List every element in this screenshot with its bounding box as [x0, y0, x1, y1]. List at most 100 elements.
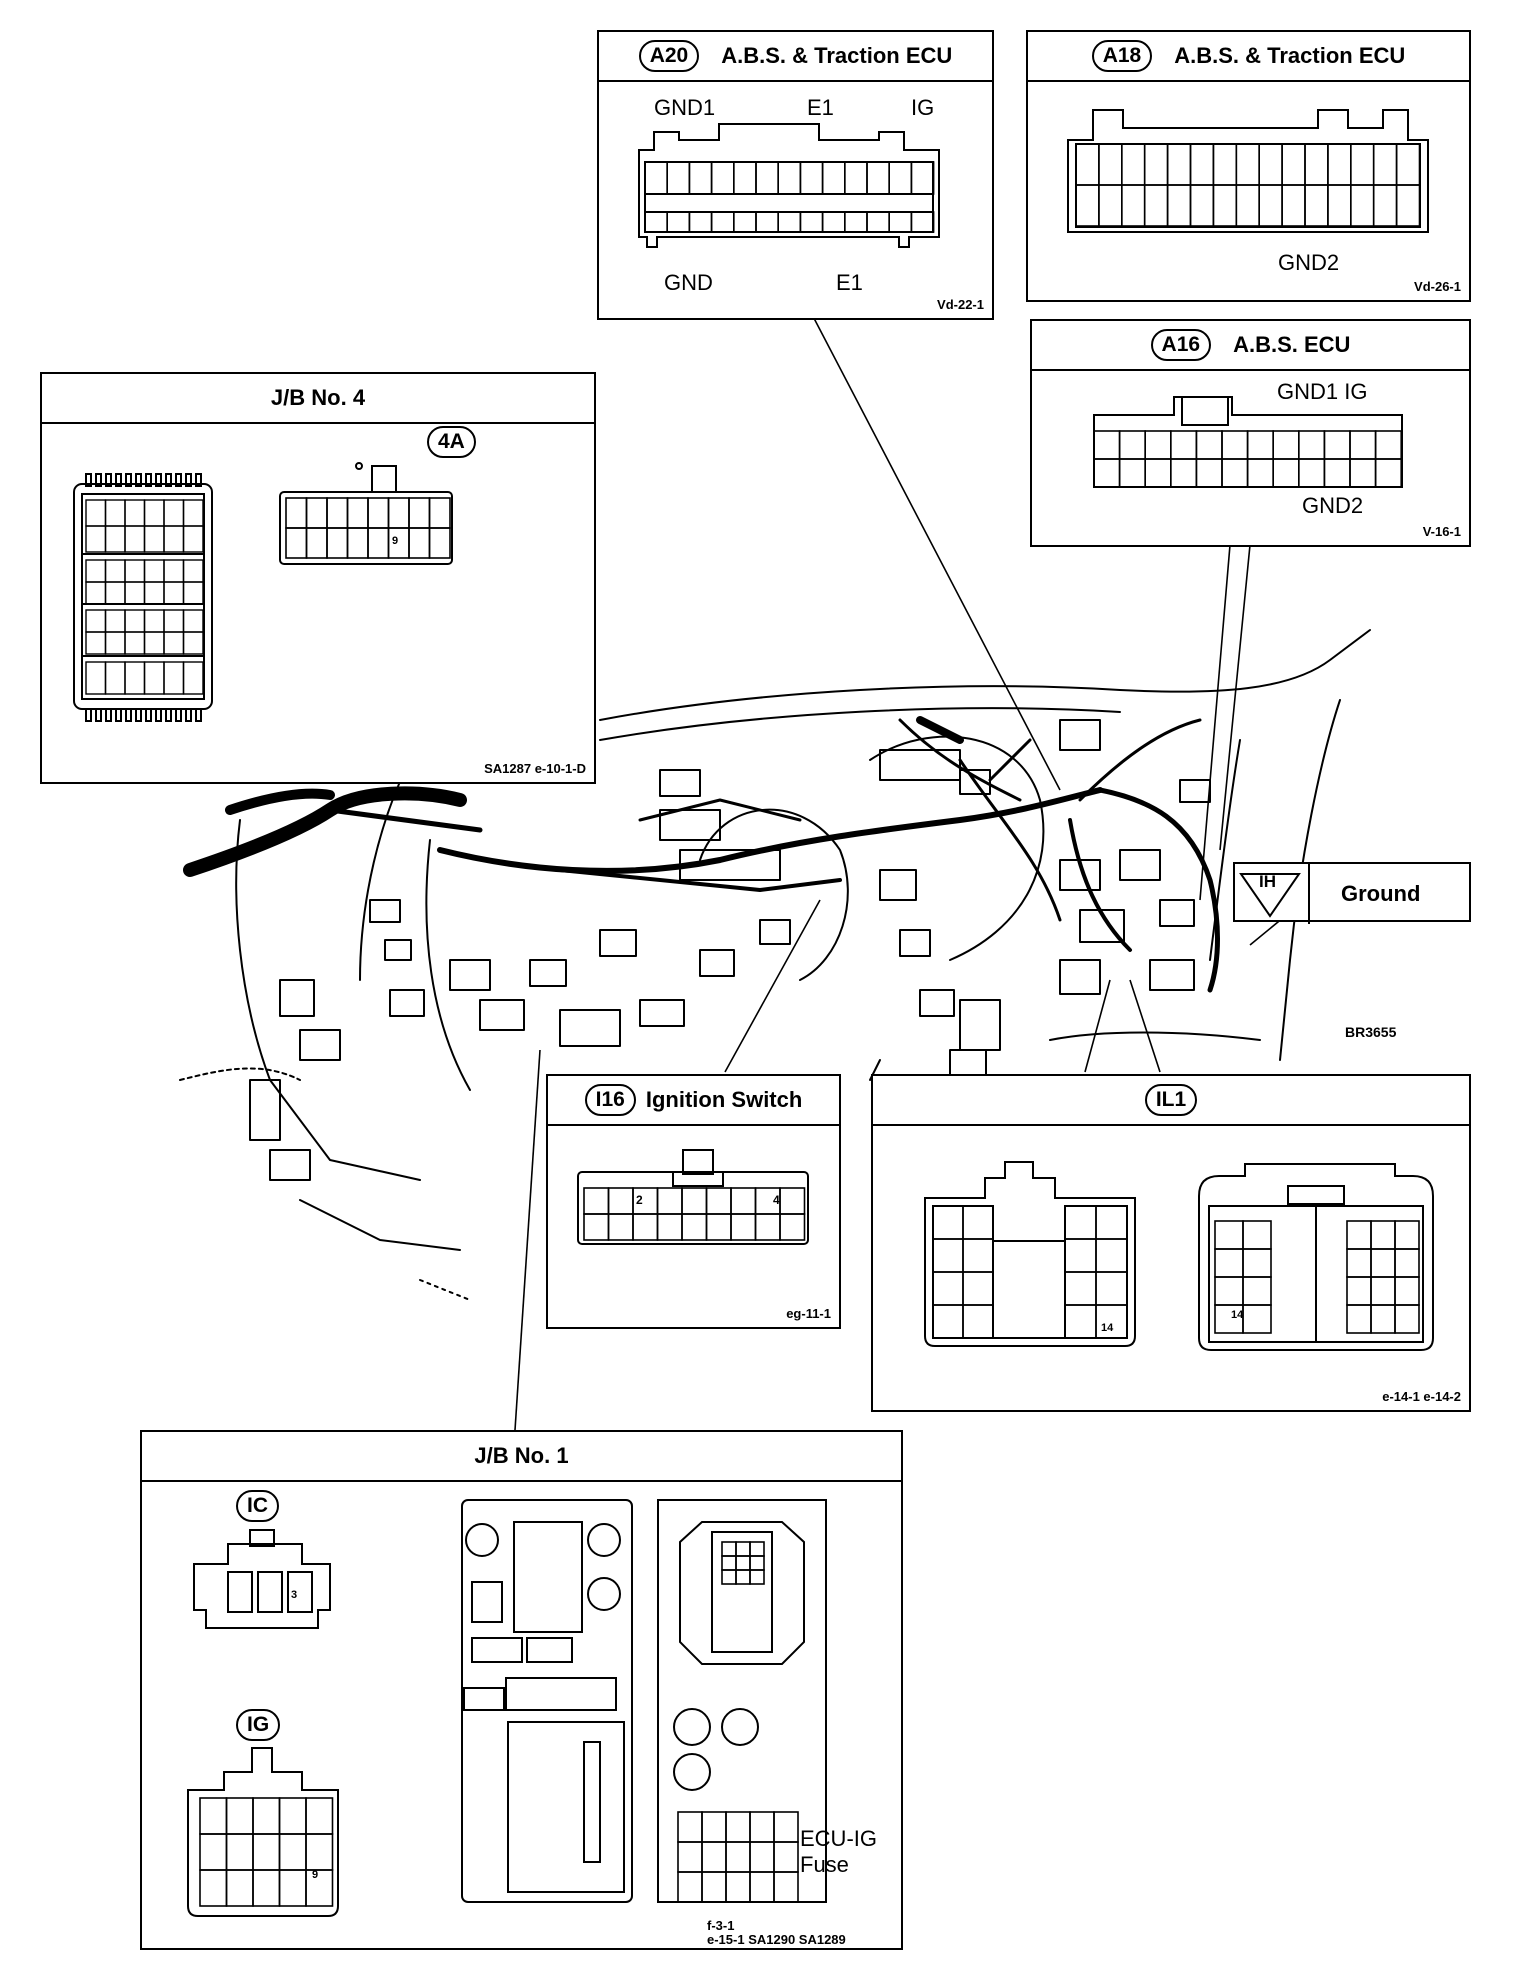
jb1-relay-cell	[721, 1569, 737, 1585]
il1-header: IL1	[873, 1076, 1469, 1126]
jb4-cell	[85, 525, 107, 553]
a18-tag: A18	[1091, 40, 1153, 72]
jb4-cell	[182, 609, 204, 633]
a16-pin-cell	[1246, 430, 1275, 460]
jb4-cell	[124, 609, 146, 633]
jb4-terminal-tooth	[185, 708, 192, 722]
jb1-ig-pin-cell	[305, 1797, 334, 1835]
jb4-cell	[85, 559, 107, 583]
il1-right-pin-cell	[1214, 1220, 1244, 1250]
a20-code: Vd-22-1	[937, 297, 984, 312]
il1-left-pin-cell	[1095, 1205, 1128, 1240]
i16-code: eg-11-1	[786, 1306, 831, 1321]
jb4-4a-pin-cell	[326, 497, 349, 529]
jb1-fuse-cell	[677, 1871, 703, 1903]
jb4-4a-pin-cell	[387, 497, 410, 529]
il1-right-pin-cell	[1242, 1304, 1272, 1334]
jb1-ig-pin-9: 9	[312, 1869, 318, 1881]
jb1-ig-pin-cell	[305, 1869, 334, 1907]
jb4-cell	[143, 609, 165, 633]
jb4-panel: J/B No. 4 9 4A SA1287 e-10-1-D	[40, 372, 596, 784]
il1-left-pin-cell	[932, 1271, 964, 1306]
il1-connector-faces: 14 14	[924, 1161, 1434, 1351]
a20-pin-cell	[644, 161, 669, 195]
i16-pin-cell	[730, 1187, 757, 1215]
jb4-cell	[182, 581, 204, 605]
jb1-fuse-cell	[677, 1841, 703, 1873]
a20-pin-cell	[866, 211, 891, 233]
il1-left-pin-14: 14	[1101, 1322, 1114, 1334]
a18-pin-cell	[1235, 143, 1261, 186]
a20-pin-cell	[777, 211, 802, 233]
il1-panel: IL1 14 14 e-14-1 e-14-2	[871, 1074, 1471, 1412]
a18-pin-cell	[1098, 143, 1123, 186]
jb4-title: J/B No. 4	[270, 385, 366, 410]
a18-pin-cell	[1349, 184, 1375, 227]
a16-pin-cell	[1246, 458, 1275, 488]
a20-pin-cell	[644, 211, 669, 233]
jb1-title: J/B No. 1	[474, 1443, 569, 1468]
a18-header: A18 A.B.S. & Traction ECU	[1028, 32, 1469, 82]
jb1-header: J/B No. 1	[142, 1432, 901, 1482]
jb4-cell	[143, 581, 165, 605]
i16-pin-cell	[632, 1213, 659, 1241]
a20-pin-cell	[710, 161, 735, 195]
i16-pin-cell	[779, 1213, 806, 1241]
a16-pin-cell	[1349, 430, 1377, 460]
a16-pin-cell	[1118, 430, 1146, 460]
jb4-terminal-tooth	[125, 708, 132, 722]
a20-label-e1-bottom: E1	[836, 270, 863, 295]
jb4-terminal-tooth	[165, 708, 172, 722]
jb4-cell	[143, 499, 165, 527]
jb4-terminal-tooth	[115, 473, 122, 487]
jb1-ig-pin-cell	[225, 1833, 254, 1871]
jb4-cell	[182, 499, 204, 527]
il1-left-pin-cell	[932, 1304, 964, 1339]
jb1-relay-cell	[721, 1555, 737, 1571]
a18-pin-cell	[1098, 184, 1123, 227]
jb4-cell	[143, 559, 165, 583]
il1-right-pin-cell	[1346, 1304, 1372, 1334]
jb1-fuse-cell	[725, 1841, 751, 1873]
il1-right-pin-cell	[1370, 1220, 1396, 1250]
i16-pin-2: 2	[636, 1193, 643, 1207]
a16-code: V-16-1	[1422, 524, 1461, 539]
jb4-terminal-tooth	[135, 473, 142, 487]
jb1-relay-cell	[735, 1569, 751, 1585]
il1-left-pin-cell	[962, 1304, 994, 1339]
jb4-4a-pin-cell	[305, 527, 328, 559]
a18-pin-cell	[1166, 184, 1192, 227]
jb1-relay-cell	[735, 1555, 751, 1571]
il1-right-pin-cell	[1214, 1276, 1244, 1306]
ground-panel: IH Ground	[1233, 862, 1471, 924]
a20-label-gnd1: GND1	[654, 95, 716, 120]
jb1-ig-pin-cell	[199, 1797, 228, 1835]
a20-pin-cell	[733, 161, 757, 195]
a20-pin-cell	[910, 161, 935, 195]
a20-pin-cell	[888, 211, 913, 233]
il1-right-pin-cell	[1370, 1276, 1396, 1306]
a18-pin-cell	[1395, 143, 1421, 186]
jb4-cell	[85, 581, 107, 605]
jb4-terminal-tooth	[85, 473, 92, 487]
il1-left-pin-cell	[962, 1271, 994, 1306]
jb4-cell	[104, 559, 126, 583]
a16-pin-cell	[1374, 430, 1403, 460]
a18-pin-cell	[1143, 184, 1169, 227]
a20-header: A20 A.B.S. & Traction ECU	[599, 32, 992, 82]
jb4-4a-pin-cell	[305, 497, 328, 529]
il1-left-pin-cell	[1095, 1238, 1128, 1273]
a20-pin-cell	[666, 161, 691, 195]
a16-tag: A16	[1150, 329, 1212, 361]
jb4-block-drawing: 9	[73, 462, 453, 722]
jb1-fuse-cell	[725, 1871, 751, 1903]
a16-pin-cell	[1144, 430, 1172, 460]
a18-pin-cell	[1189, 184, 1215, 227]
i16-pin-cell	[705, 1213, 732, 1241]
i16-pin-cell	[779, 1187, 806, 1215]
jb4-terminal-tooth	[195, 708, 202, 722]
a16-pin-cell	[1195, 430, 1223, 460]
il1-right-pin-cell	[1394, 1304, 1420, 1334]
jb4-4a-pin-cell	[408, 497, 431, 529]
i16-pin-cell	[607, 1213, 634, 1241]
